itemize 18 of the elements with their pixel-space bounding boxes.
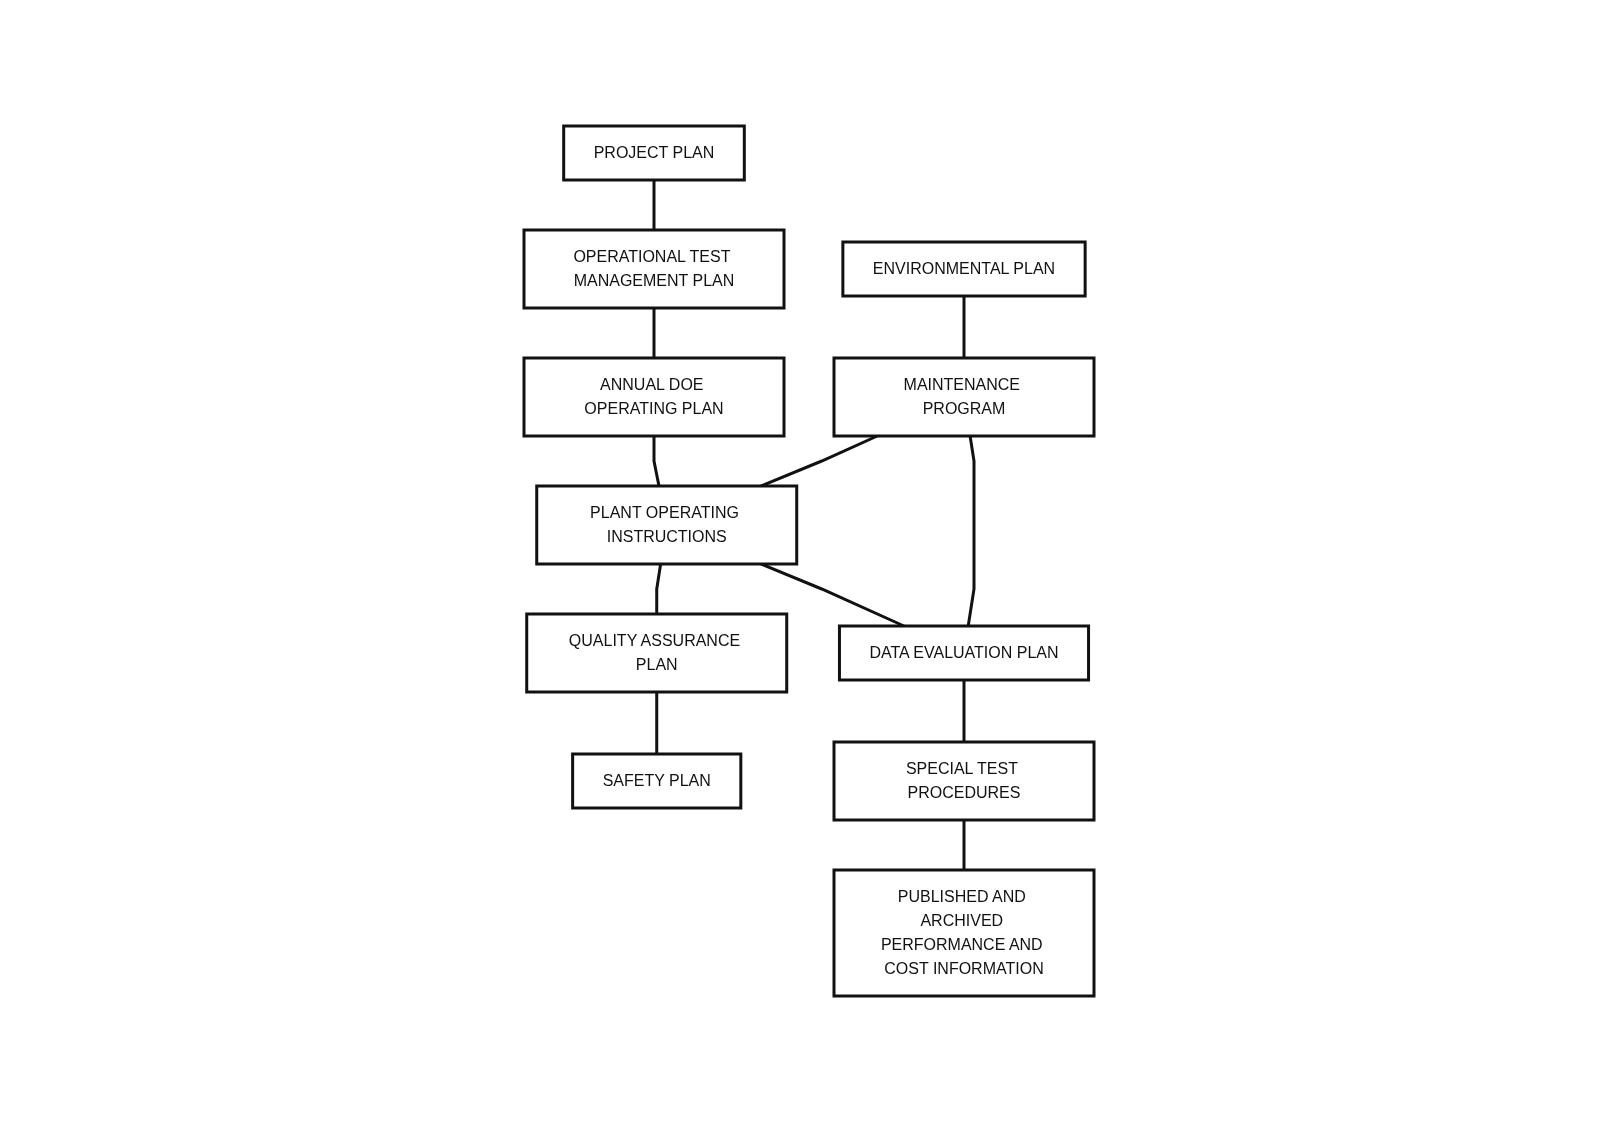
node-box: PLANT OPERATING INSTRUCTIONS [535, 484, 799, 566]
connector [652, 308, 656, 358]
node-box: SAFETY PLAN [571, 752, 743, 810]
connector [655, 692, 659, 754]
connector [962, 820, 966, 870]
node-box: MAINTENANCE PROGRAM [832, 356, 1096, 438]
node-box: OPERATIONAL TEST MANAGEMENT PLAN [522, 228, 786, 310]
connector [962, 680, 966, 742]
node-box: ENVIRONMENTAL PLAN [841, 240, 1087, 298]
connector [652, 180, 656, 230]
connector [962, 296, 966, 358]
node-box: ANNUAL DOE OPERATING PLAN [522, 356, 786, 438]
node-box: QUALITY ASSURANCE PLAN [525, 612, 789, 694]
node-box: PUBLISHED AND ARCHIVED PERFORMANCE AND COST INFORMATION [832, 868, 1096, 998]
connector [652, 436, 661, 487]
node-box: DATA EVALUATION PLAN [837, 624, 1091, 682]
node-box: PROJECT PLAN [562, 124, 746, 182]
node-box: SPECIAL TEST PROCEDURES [832, 740, 1096, 822]
